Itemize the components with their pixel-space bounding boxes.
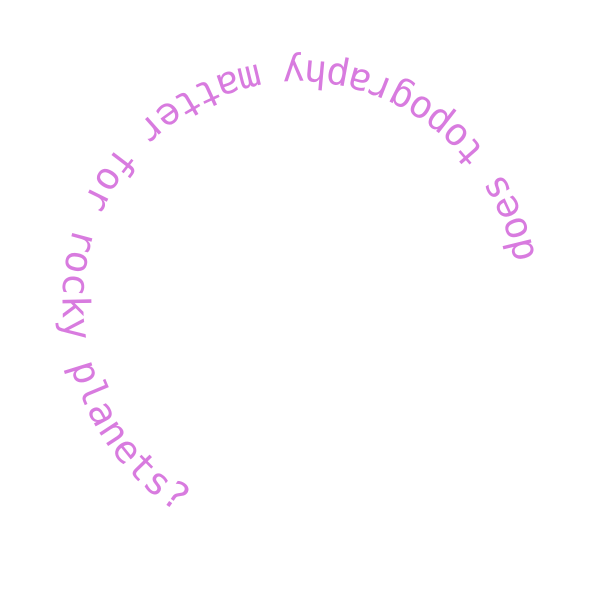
curved-question-text: does topography matter for rocky planets… [53,51,544,521]
curved-text-path: does topography matter for rocky planets… [53,51,543,521]
